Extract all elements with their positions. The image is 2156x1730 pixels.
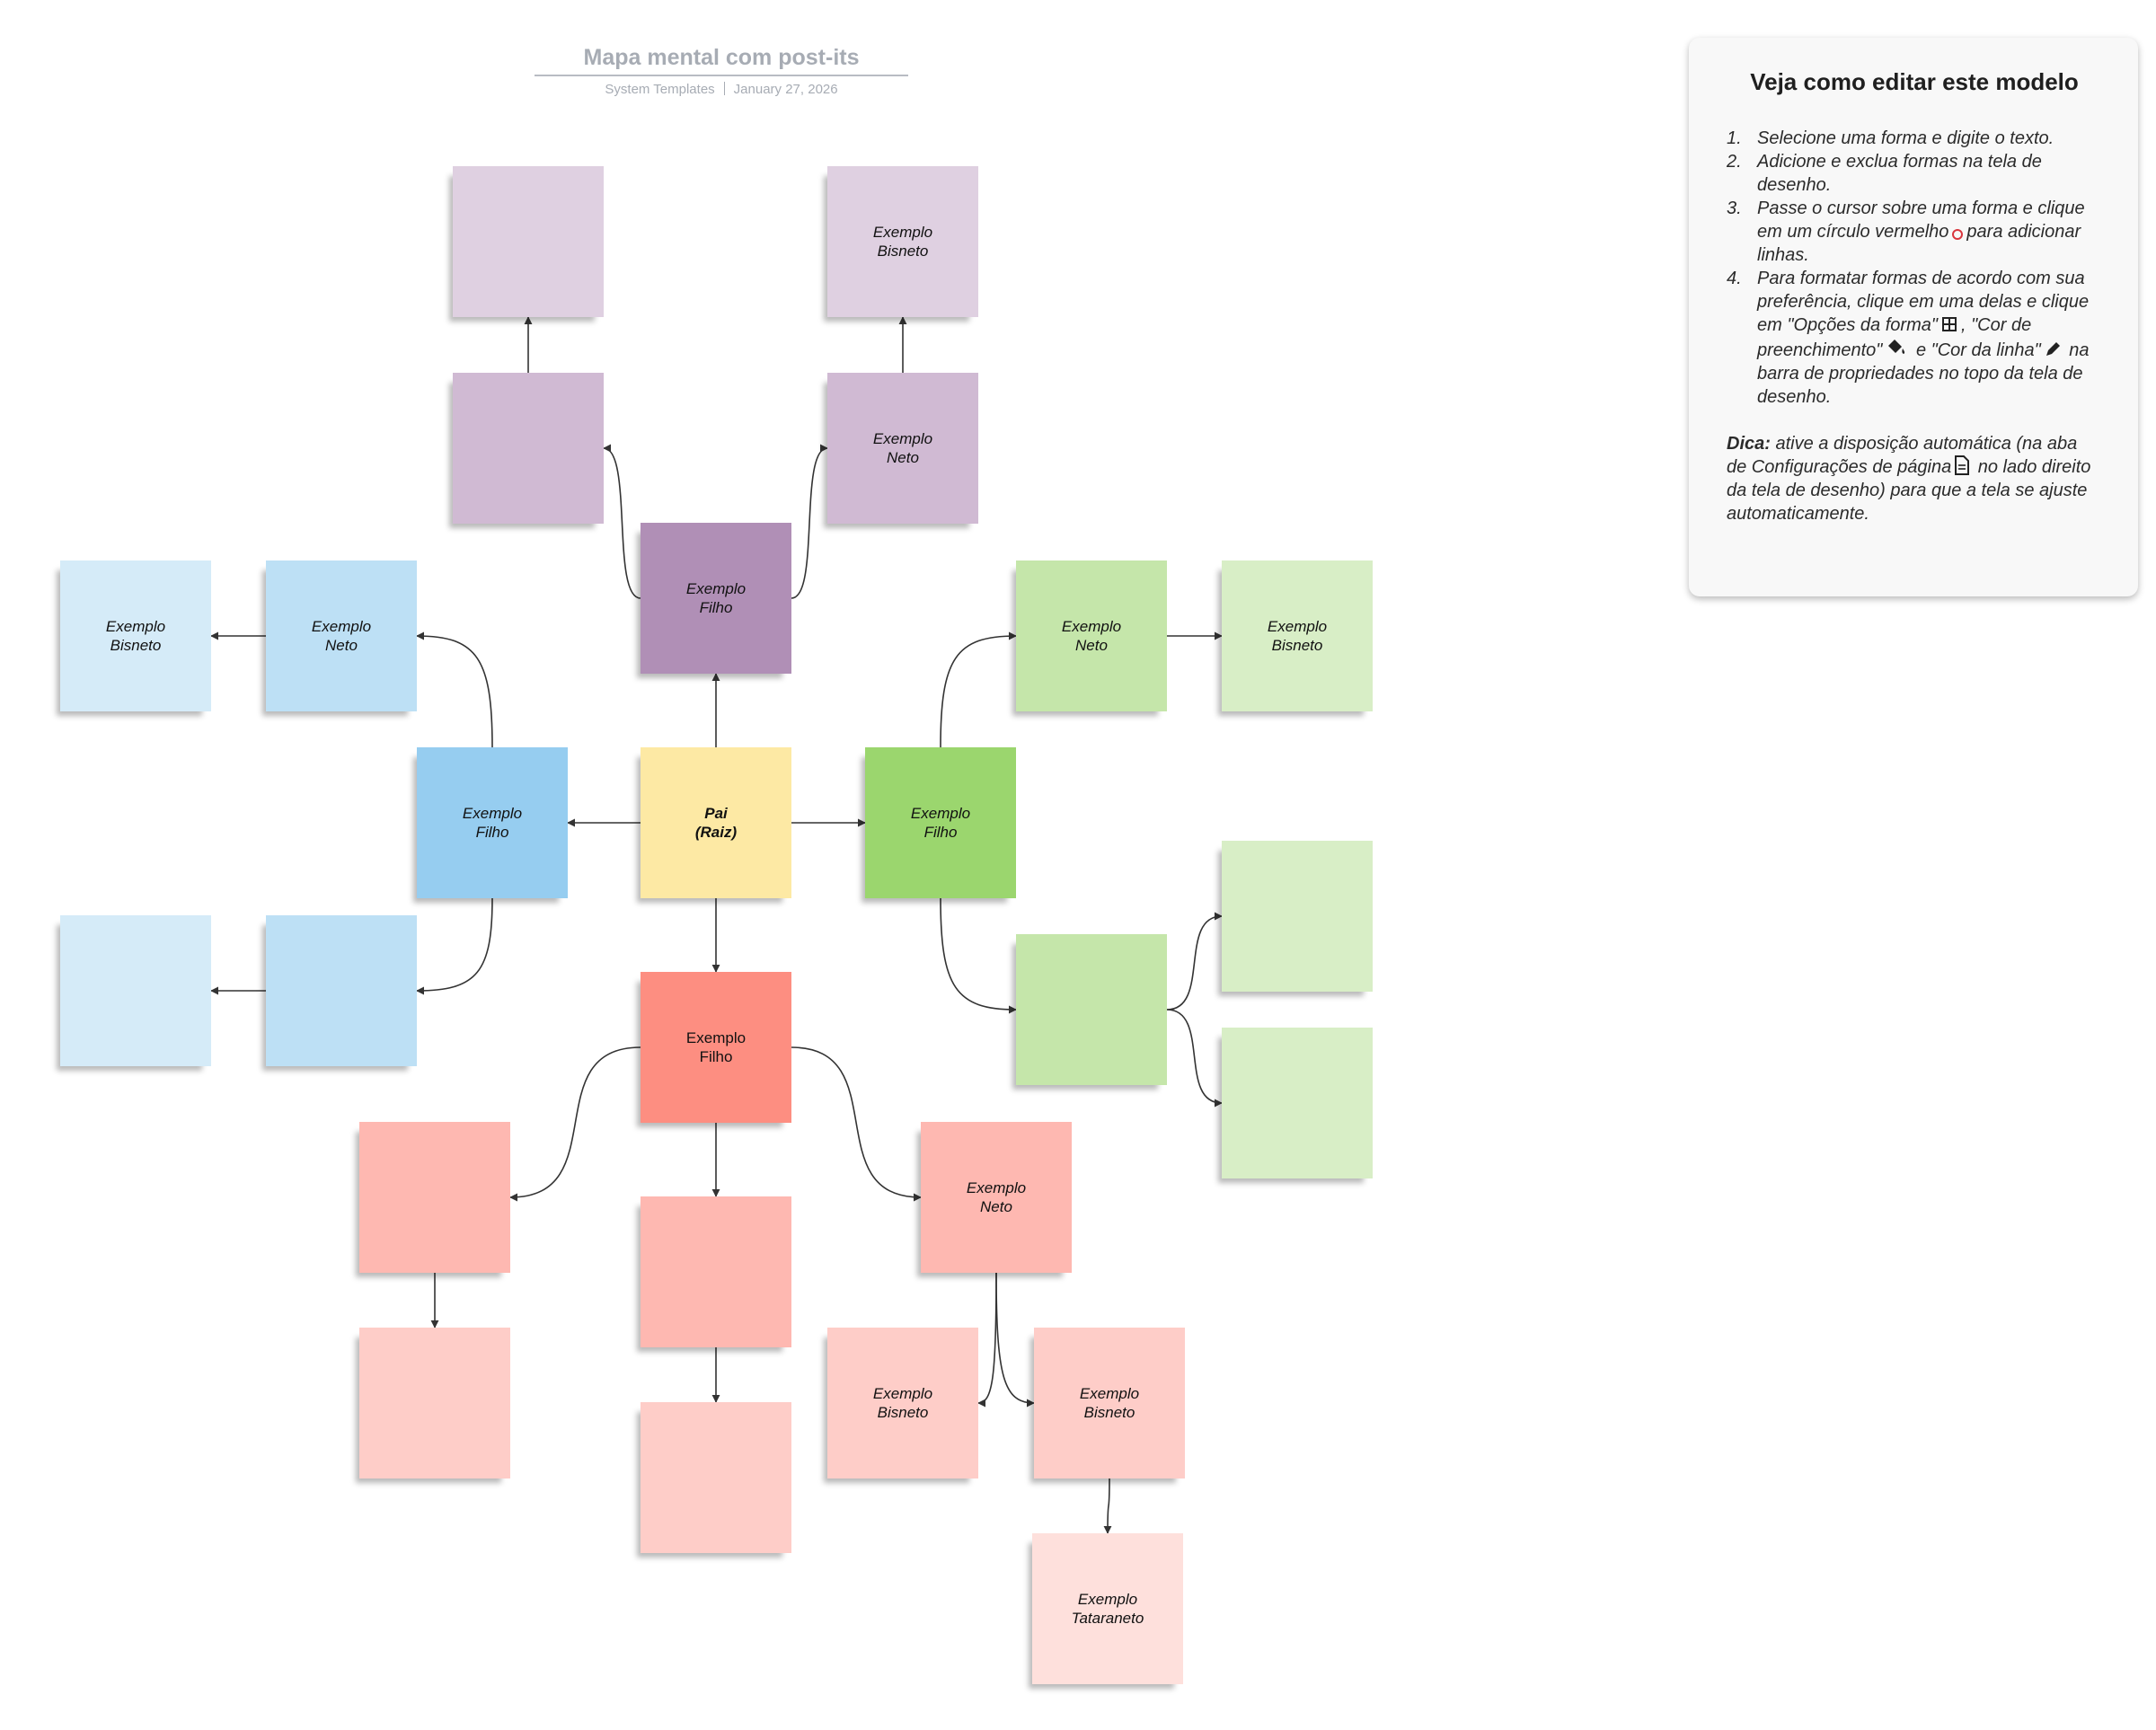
help-panel[interactable]: Veja como editar este modelo 1. Selecion… [1689, 38, 2138, 596]
sticky-note-p-neto-r[interactable]: Exemplo Neto [827, 373, 978, 524]
help-step-4: 4. Para formatar formas de acordo com su… [1727, 269, 2090, 407]
sticky-note-r-bis-l[interactable] [359, 1328, 510, 1478]
sticky-note-g-filho[interactable]: Exemplo Filho [865, 747, 1016, 898]
sticky-note-r-bis-r1[interactable]: Exemplo Bisneto [827, 1328, 978, 1478]
connector-p-filho-to-p-neto-l[interactable] [603, 444, 641, 599]
connector-r-filho-to-r-neto-l[interactable] [509, 1046, 641, 1202]
document-header: Mapa mental com post-its System Template… [535, 45, 908, 97]
connector-p-filho-to-p-neto-r[interactable] [791, 444, 828, 599]
sticky-note-r-neto-l[interactable] [359, 1122, 510, 1273]
sticky-note-r-bis-r2[interactable]: Exemplo Bisneto [1034, 1328, 1185, 1478]
sticky-note-g-bis-b1[interactable] [1222, 841, 1373, 992]
sticky-note-b-bis-t[interactable]: Exemplo Bisneto [60, 560, 211, 711]
document-date: January 27, 2026 [733, 82, 838, 97]
connector-g-filho-to-g-neto-b[interactable] [940, 897, 1017, 1014]
sticky-note-b-filho[interactable]: Exemplo Filho [417, 747, 568, 898]
help-panel-title: Veja como editar este modelo [1750, 68, 2079, 95]
help-step-2: 2. Adicione e exclua formas na tela de d… [1727, 152, 2042, 195]
page-icon [1955, 455, 1970, 475]
sticky-note-g-neto-b[interactable] [1016, 934, 1167, 1085]
red-circle-icon [1952, 229, 1964, 240]
document-meta: System Templates January 27, 2026 [535, 82, 908, 97]
sticky-note-r-bis-c[interactable] [641, 1402, 791, 1553]
help-tip: Dica: ative a disposição automática (na … [1727, 434, 2091, 524]
sticky-note-root[interactable]: Pai (Raiz) [641, 747, 791, 898]
connector-g-filho-to-g-neto-t[interactable] [940, 631, 1017, 748]
help-steps-list: 1. Selecione uma forma e digite o texto.… [1727, 127, 2102, 409]
paint-bucket-icon [1888, 340, 1905, 354]
connector-g-neto-b-to-g-bis-b2[interactable] [1166, 1009, 1223, 1108]
connector-g-neto-b-to-g-bis-b1[interactable] [1166, 912, 1223, 1011]
sticky-note-r-neto-r[interactable]: Exemplo Neto [921, 1122, 1072, 1273]
connector-b-filho-to-b-neto-b[interactable] [416, 897, 493, 995]
sticky-note-p-neto-l[interactable] [453, 373, 604, 524]
meta-divider [723, 82, 725, 95]
connector-b-filho-to-b-neto-t[interactable] [416, 631, 493, 748]
connector-r-filho-to-r-neto-r[interactable] [791, 1046, 922, 1202]
help-step-1: 1. Selecione uma forma e digite o texto. [1727, 128, 2054, 148]
connector-r-neto-r-to-r-bis-r2[interactable] [995, 1272, 1035, 1408]
sticky-note-p-filho[interactable]: Exemplo Filho [641, 523, 791, 674]
connector-r-bis-r2-to-r-tata[interactable] [1103, 1478, 1112, 1534]
document-author: System Templates [605, 82, 715, 97]
sticky-note-p-bis-r[interactable]: Exemplo Bisneto [827, 166, 978, 317]
sticky-note-g-bis-b2[interactable] [1222, 1028, 1373, 1178]
sticky-note-b-neto-t[interactable]: Exemplo Neto [266, 560, 417, 711]
sticky-note-b-neto-b[interactable] [266, 915, 417, 1066]
pencil-icon [2046, 342, 2060, 356]
sticky-note-b-bis-b[interactable] [60, 915, 211, 1066]
help-step-3: 3. Passe o cursor sobre uma forma e cliq… [1727, 199, 2085, 265]
sticky-note-r-tata[interactable]: Exemplo Tataraneto [1032, 1533, 1183, 1684]
document-title[interactable]: Mapa mental com post-its [535, 45, 908, 76]
sticky-note-g-bis-t[interactable]: Exemplo Bisneto [1222, 560, 1373, 711]
shape-options-icon [1941, 317, 1957, 331]
sticky-note-p-bis-l[interactable] [453, 166, 604, 317]
sticky-note-r-filho[interactable]: Exemplo Filho [641, 972, 791, 1123]
sticky-note-r-neto-c[interactable] [641, 1196, 791, 1347]
connector-r-neto-r-to-r-bis-r1[interactable] [977, 1272, 997, 1408]
sticky-note-g-neto-t[interactable]: Exemplo Neto [1016, 560, 1167, 711]
